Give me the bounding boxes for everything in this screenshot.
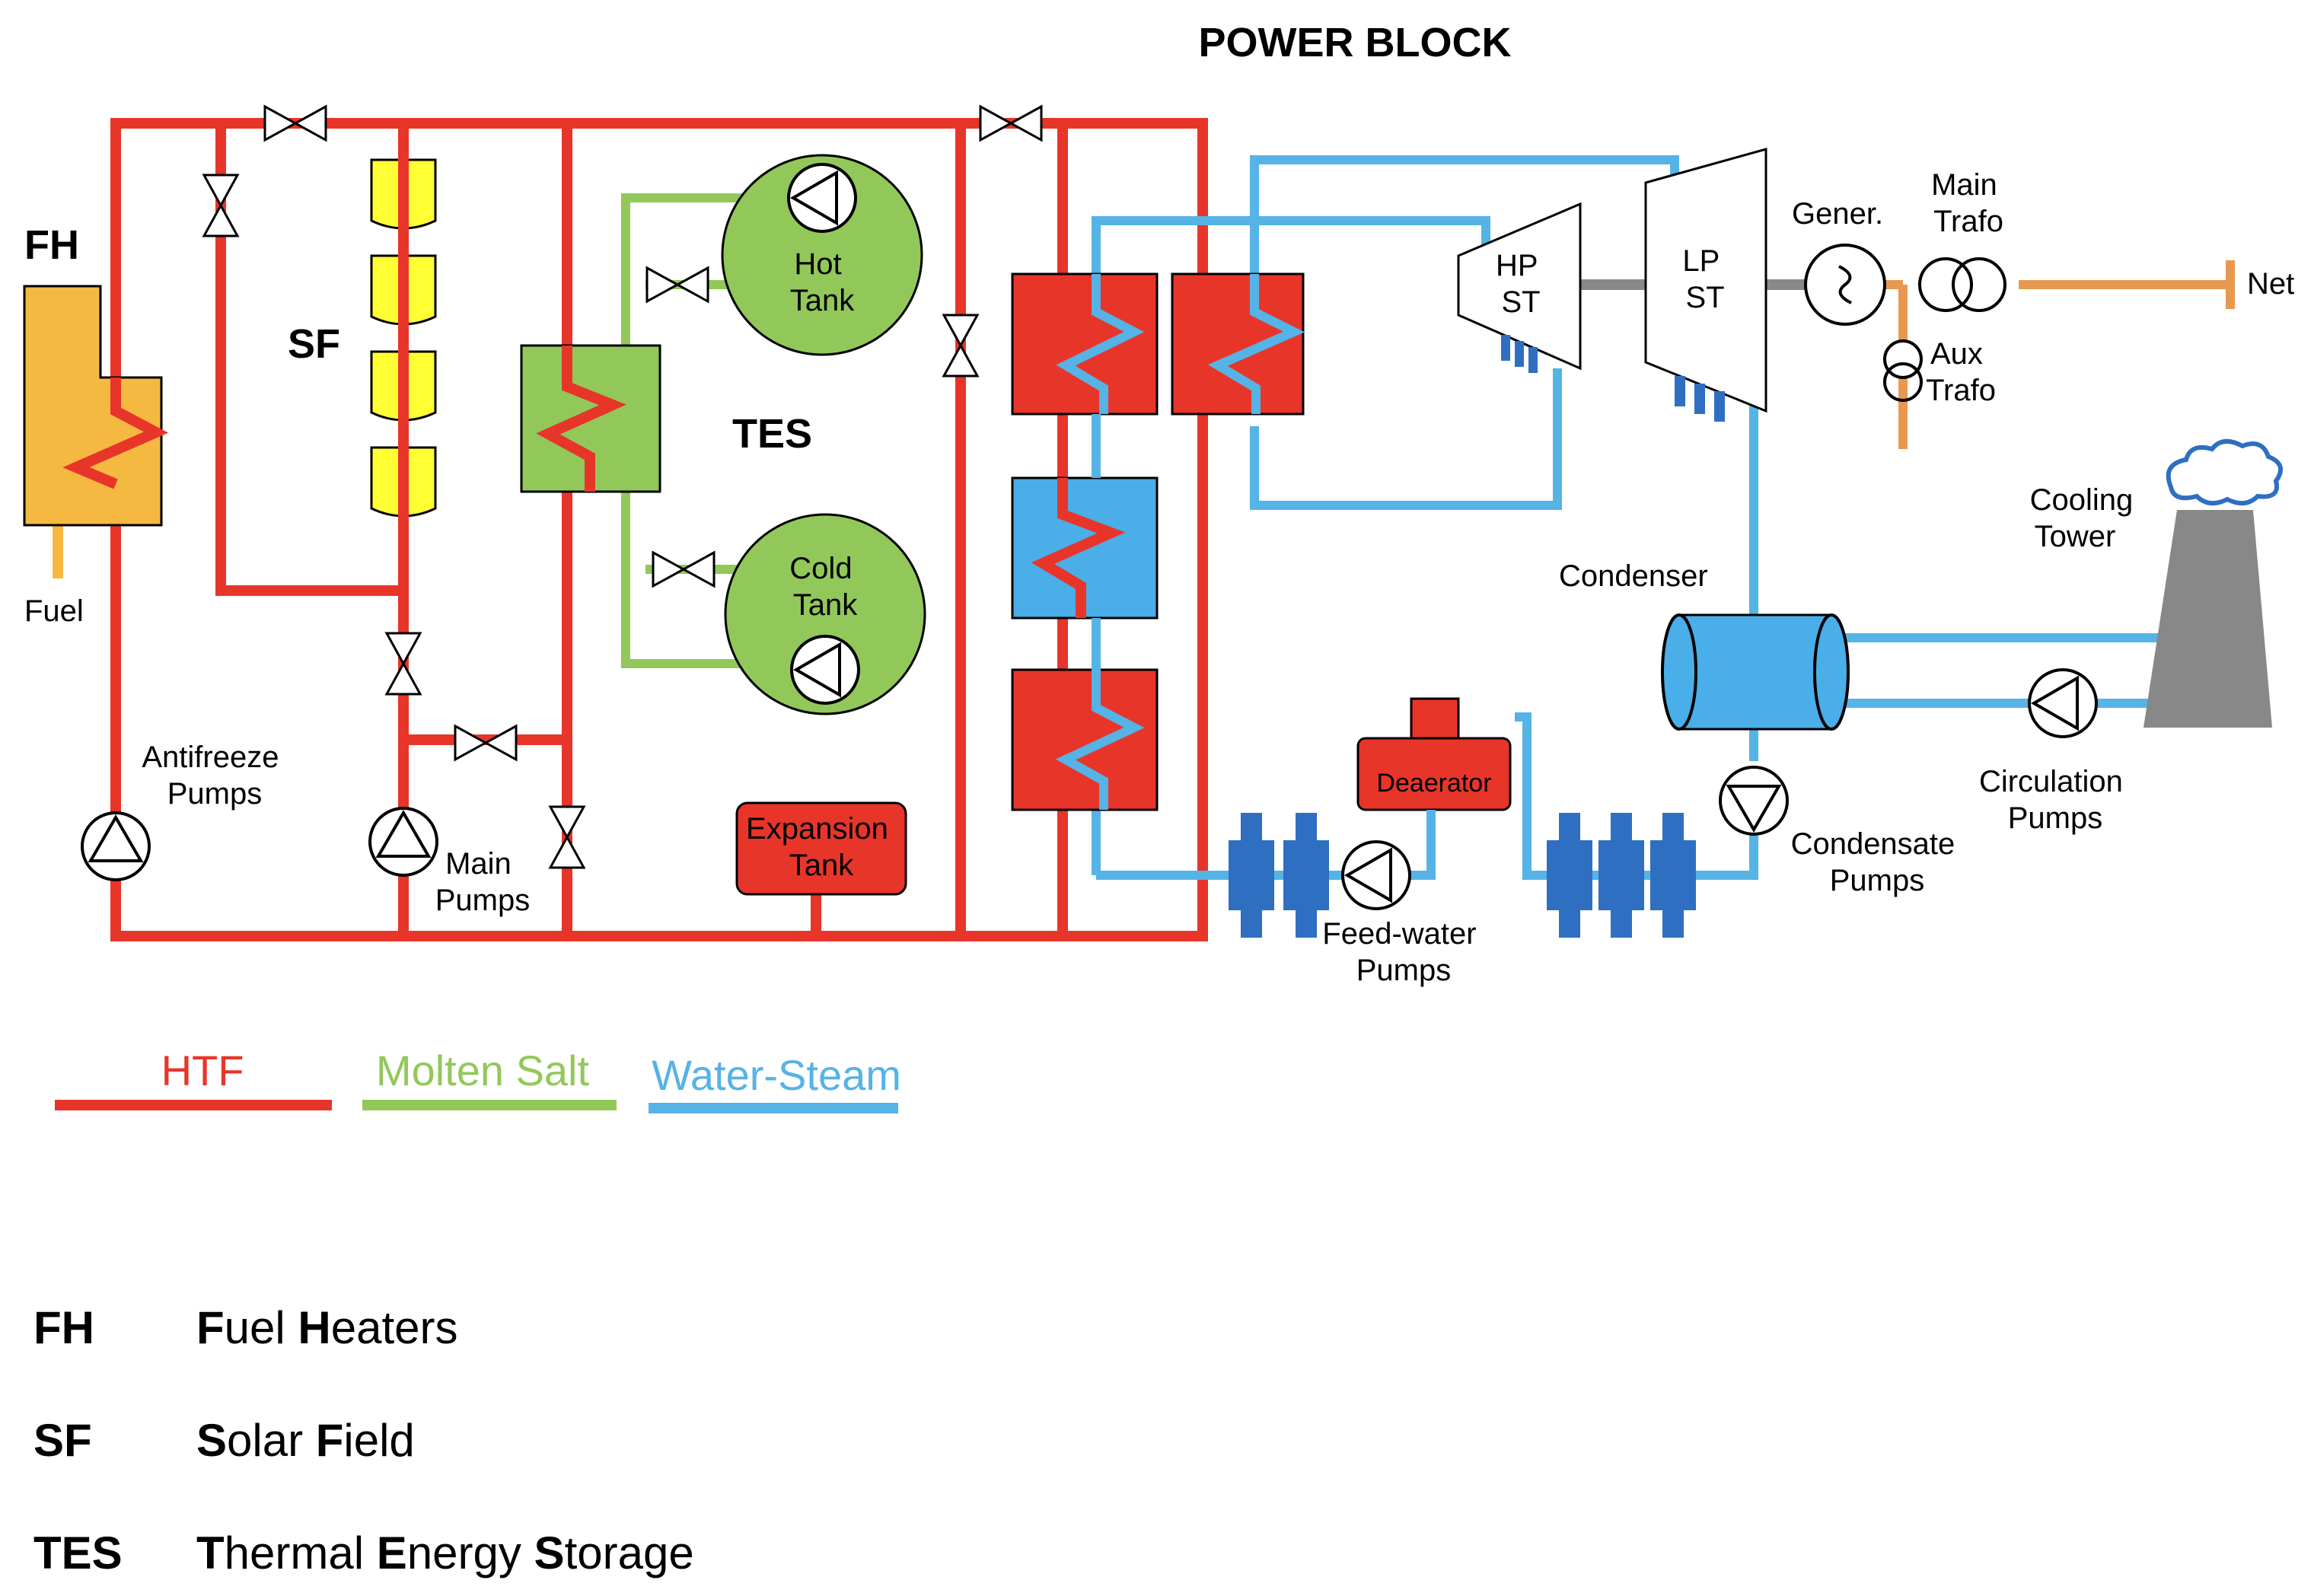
- legend-item-molten-salt: Molten Salt: [362, 1046, 617, 1110]
- cooling-tower: [2143, 439, 2284, 728]
- circulation-pumps-label: Circulation Pumps: [1979, 765, 2131, 835]
- valve-icon: [942, 314, 979, 377]
- valve-icon: [979, 105, 1043, 142]
- valve-icon: [385, 632, 422, 696]
- valve-icon: [263, 105, 327, 142]
- valve-icon: [645, 266, 709, 303]
- expansion-tank: [735, 801, 907, 896]
- main-pump-icon: [368, 807, 438, 877]
- deaerator-label: Deaerator: [1376, 769, 1491, 798]
- main-pumps-label: Main Pumps: [435, 847, 531, 917]
- main-trafo: [1918, 257, 2006, 312]
- sf-label: SF: [288, 321, 340, 367]
- abbr-value-fh: Fuel Heaters: [196, 1302, 458, 1353]
- condenser-label: Condenser: [1559, 559, 1708, 593]
- aux-trafo-label: Aux Trafo: [1926, 337, 1996, 407]
- condensate-pump-icon: [1719, 766, 1789, 836]
- circulation-pump-icon: [2028, 668, 2098, 738]
- valve-icon: [202, 174, 239, 237]
- tes-heat-exchanger: [520, 344, 661, 493]
- aux-trafo: [1883, 339, 1923, 402]
- abbr-key-fh: FH: [33, 1302, 94, 1353]
- fuel-label: Fuel: [24, 594, 84, 628]
- fuel-heater: [23, 285, 169, 527]
- main-trafo-label: Main Trafo: [1931, 168, 2006, 238]
- solar-field: [370, 123, 437, 591]
- abbr-value-tes: Thermal Energy Storage: [196, 1528, 694, 1578]
- generator: [1804, 244, 1886, 326]
- cold-tank: [724, 513, 926, 715]
- tes-label: TES: [732, 411, 812, 457]
- abbr-key-sf: SF: [33, 1415, 92, 1466]
- antifreeze-pumps-label: Antifreeze Pumps: [142, 741, 287, 811]
- valve-icon: [549, 805, 585, 869]
- condensate-pump-blocks: [1547, 813, 1696, 938]
- hot-tank: [721, 154, 923, 356]
- steam-generator: [1011, 272, 1305, 811]
- condenser: [1661, 613, 1850, 731]
- lp-turbine: [1644, 148, 1767, 422]
- abbr-key-tes: TES: [33, 1528, 123, 1578]
- net-label: Net: [2247, 267, 2294, 301]
- legend: HTF Molten Salt Water-Steam: [55, 1046, 901, 1113]
- generator-label: Gener.: [1792, 197, 1883, 231]
- diagram-title: POWER BLOCK: [1199, 20, 1512, 65]
- hp-turbine: [1457, 202, 1582, 373]
- legend-item-water-steam: Water-Steam: [649, 1051, 901, 1113]
- antifreeze-pump-icon: [81, 811, 151, 881]
- valve-icon: [652, 551, 716, 588]
- hp-st-label: HP ST: [1496, 249, 1546, 319]
- svg-text:HTF: HTF: [161, 1046, 244, 1094]
- deaerator: [1356, 697, 1512, 845]
- cooling-tower-label: Cooling Tower: [2030, 483, 2142, 553]
- svg-text:Molten Salt: Molten Salt: [376, 1046, 590, 1094]
- fh-label: FH: [24, 222, 79, 268]
- abbr-value-sf: Solar Field: [196, 1415, 415, 1466]
- valve-icon: [454, 725, 518, 761]
- legend-item-htf: HTF: [55, 1046, 332, 1110]
- condensate-pumps-label: Condensate Pumps: [1791, 827, 1964, 897]
- cold-tank-label: Cold Tank: [789, 552, 860, 622]
- feedwater-pumps-label: Feed-water Pumps: [1322, 917, 1484, 987]
- hot-tank-label: Hot Tank: [790, 247, 855, 317]
- lp-st-label: LP ST: [1682, 244, 1727, 314]
- feedwater-pump-icon: [1341, 840, 1411, 910]
- svg-text:Water-Steam: Water-Steam: [652, 1051, 901, 1099]
- expansion-tank-label: Expansion Tank: [746, 812, 897, 882]
